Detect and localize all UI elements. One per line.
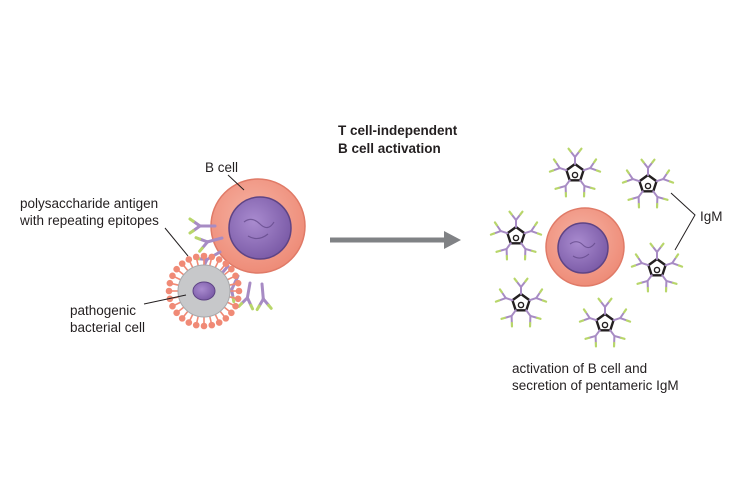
antigen-epitope	[165, 287, 173, 295]
antibody-icon	[188, 217, 217, 235]
igm-label: IgM	[700, 209, 723, 224]
bacteria-leader-line	[143, 294, 187, 305]
antigen-epitope	[178, 260, 186, 267]
antigen-epitope	[192, 253, 200, 261]
antigen-epitope	[208, 321, 216, 329]
antigen-epitope	[185, 319, 193, 326]
antigen-leader-line	[164, 227, 189, 257]
antigen-epitope	[169, 272, 176, 280]
antigen-epitope	[228, 309, 235, 317]
antigen-epitope	[208, 253, 216, 261]
antibody-icon	[255, 282, 273, 312]
antigen-epitope	[185, 256, 193, 263]
antigen-epitope	[215, 319, 223, 326]
antibody-icon	[237, 281, 255, 311]
bacteria-label-line-1: pathogenic	[70, 303, 137, 318]
chromatin	[569, 241, 596, 259]
b-cell-bacterium-group	[143, 174, 306, 330]
process-arrow	[330, 231, 461, 249]
antigen-epitope	[222, 260, 230, 267]
antigen-epitope	[192, 321, 200, 329]
igm-pentamer-icon	[548, 147, 602, 198]
igm-pentamer-icon	[578, 297, 632, 348]
antigen-epitope	[235, 287, 243, 295]
arrow-head	[444, 231, 461, 249]
chromatin	[243, 218, 275, 240]
igm-leader-lines	[670, 192, 696, 251]
igm-pentamer-icon	[494, 277, 548, 328]
antigen-label-line-2: with repeating epitopes	[20, 213, 159, 228]
antigen-epitope	[200, 252, 208, 260]
result-label-line-1: activation of B cell and	[512, 361, 648, 376]
result-label-line-2: secretion of pentameric IgM	[512, 378, 679, 393]
antibody-icon	[194, 236, 224, 253]
antigen-epitope	[178, 315, 186, 322]
b-cell-leader-line	[227, 174, 245, 191]
antigen-epitope	[234, 279, 242, 287]
bacteria-label-line-2: bacterial cell	[70, 320, 146, 335]
antigen-label-line-1: polysaccharide antigen	[20, 196, 159, 211]
antigen-epitope	[234, 295, 242, 303]
antigen-epitope	[222, 315, 230, 322]
antigen-epitope	[228, 265, 235, 273]
antigen-epitope	[169, 302, 176, 310]
b-cell-nucleus	[228, 196, 292, 260]
igm-pentamer-icon	[630, 242, 684, 293]
antigen-epitope	[173, 309, 180, 317]
antigen-epitope	[200, 322, 208, 330]
antigen-epitope	[173, 265, 180, 273]
antigen-epitope	[166, 279, 174, 287]
igm-pentamer-icon	[489, 210, 543, 261]
antigen-epitope	[215, 256, 223, 263]
title-line-2: B cell activation	[338, 141, 441, 156]
antigen-epitope	[232, 302, 239, 310]
title-line-1: T cell-independent	[338, 123, 458, 138]
igm-pentamer-icon	[621, 158, 675, 209]
antigen-epitope	[232, 272, 239, 280]
activated-b-cell-nucleus	[557, 222, 609, 274]
activated-b-cell-group	[489, 147, 696, 348]
bacterial-nucleoid	[192, 281, 216, 301]
b-cell-label: B cell	[205, 160, 239, 175]
